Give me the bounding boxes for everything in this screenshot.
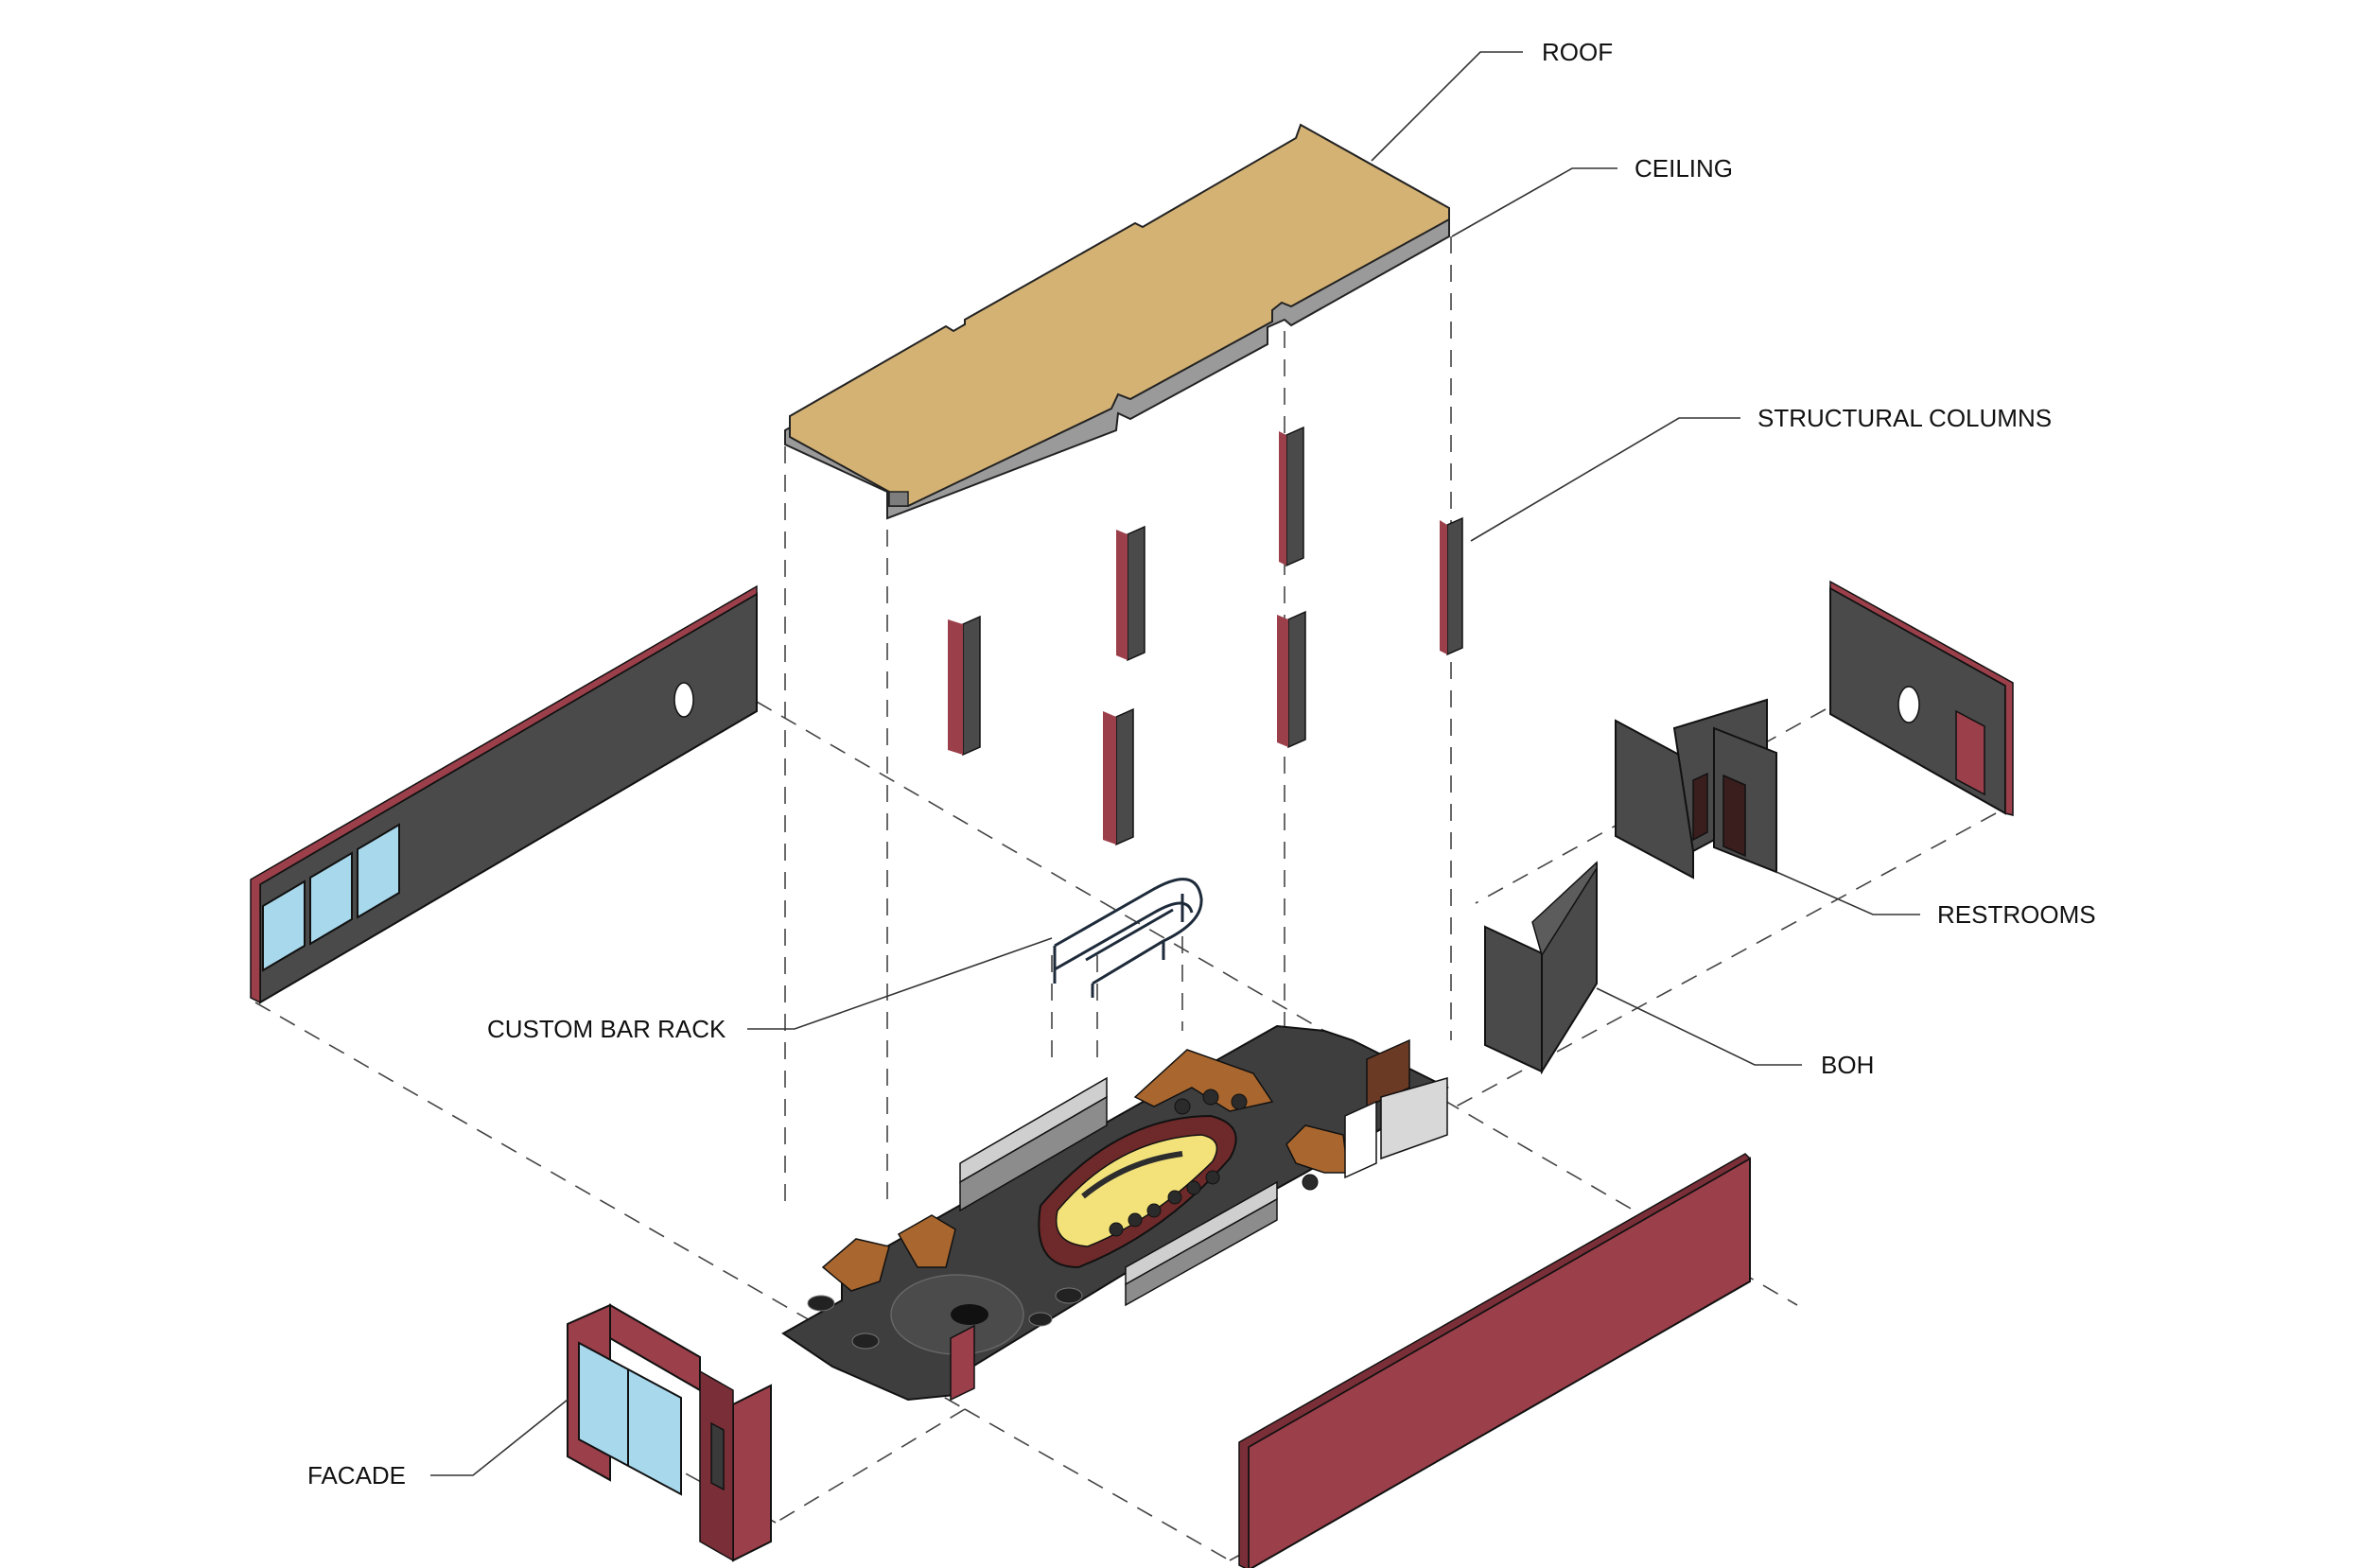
column-2 (1116, 525, 1145, 662)
wall-door (1955, 709, 1985, 796)
column-5 (1277, 610, 1306, 749)
facade-door (710, 1421, 725, 1491)
roof-slab (789, 123, 1450, 507)
banquette-counter-rear (959, 1076, 1108, 1212)
custom-bar-rack (1053, 878, 1203, 998)
facade (567, 1303, 772, 1562)
right-front-brick-wall (1238, 1153, 1752, 1568)
wall-porthole (1897, 686, 1920, 723)
column-1 (1279, 426, 1304, 567)
label-structural-columns-group: STRUCTURAL COLUMNS (1470, 404, 2052, 542)
column-3 (948, 615, 981, 757)
label-ceiling-group: CEILING (1451, 154, 1733, 237)
storefront-windows (262, 823, 400, 972)
structural-columns (948, 426, 1463, 846)
label-custom-bar-rack: CUSTOM BAR RACK (487, 1015, 726, 1043)
booth-seating (821, 1049, 1349, 1292)
label-facade: FACADE (307, 1461, 406, 1490)
label-ceiling: CEILING (1635, 154, 1733, 183)
projection-lines (254, 236, 1997, 1561)
column-4 (1440, 516, 1463, 656)
label-facade-group: FACADE (307, 1399, 568, 1490)
label-boh-group: BOH (1596, 987, 1874, 1079)
label-roof: ROOF (1542, 38, 1613, 66)
label-restrooms: RESTROOMS (1937, 900, 2096, 929)
label-structural-columns: STRUCTURAL COLUMNS (1757, 404, 2052, 432)
banquette-counter-front (1125, 1180, 1278, 1307)
left-wall (250, 584, 758, 1004)
host-stand (950, 1324, 975, 1402)
cafe-tables (807, 1287, 1083, 1350)
right-back-wall (1829, 580, 2014, 816)
facade-glazing (578, 1341, 682, 1496)
label-roof-group: ROOF (1371, 38, 1613, 162)
column-6 (1103, 707, 1134, 846)
restrooms-partitions (1615, 698, 1777, 880)
label-boh: BOH (1821, 1051, 1874, 1079)
kitchen-equipment (1344, 1038, 1448, 1179)
wall-porthole (673, 682, 694, 718)
label-custom-bar-rack-group: CUSTOM BAR RACK (487, 937, 1053, 1043)
interior-floor-plan (781, 1024, 1449, 1402)
boh-partition (1484, 861, 1598, 1075)
oval-bar (1038, 1114, 1237, 1269)
label-restrooms-group: RESTROOMS (1775, 871, 2096, 929)
bar-stools (1109, 1089, 1319, 1237)
